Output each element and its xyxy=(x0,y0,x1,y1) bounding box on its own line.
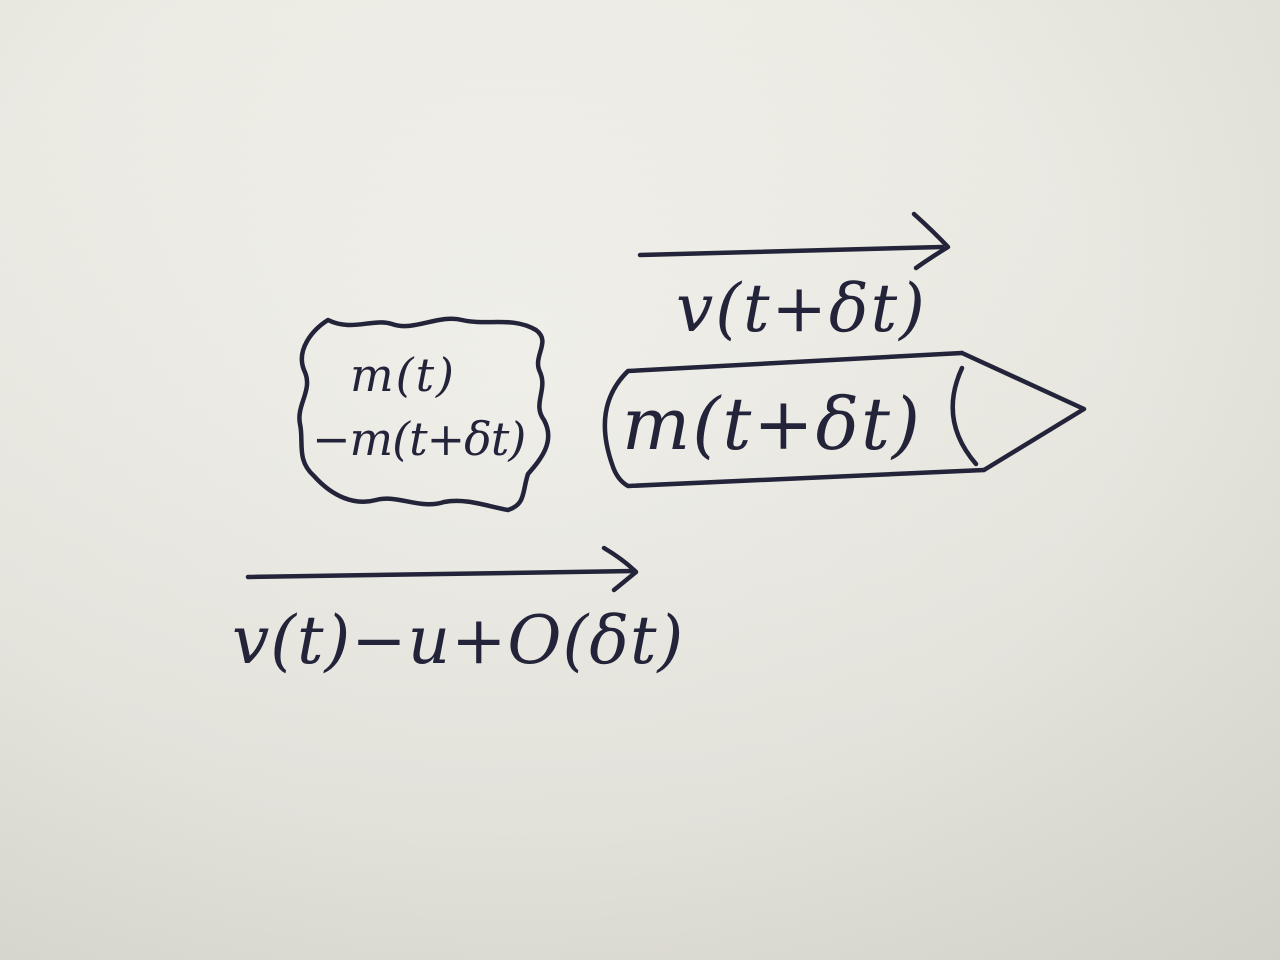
rocket-nose-seam xyxy=(950,365,979,467)
exhaust-velocity-arrow xyxy=(245,545,639,593)
exhaust-velocity-arrow-head xyxy=(601,545,639,593)
rocket-body-outline xyxy=(602,350,987,489)
rocket-velocity-label: v(t+δt) xyxy=(676,270,927,347)
exhaust-mass-label-line1: m(t) xyxy=(350,348,456,402)
exhaust-velocity-label: v(t)−u+O(δt) xyxy=(232,602,685,679)
rocket-velocity-arrow-shaft xyxy=(637,244,945,258)
rocket-nose-cone xyxy=(959,350,1087,473)
exhaust-mass-label-line2: −m(t+δt) xyxy=(312,412,526,466)
rocket-shape xyxy=(602,350,1087,489)
exhaust-velocity-arrow-shaft xyxy=(245,568,637,580)
exhaust-cloud-outline xyxy=(297,316,551,513)
rocket-velocity-arrow xyxy=(637,211,951,271)
rocket-mass-label: m(t+δt) xyxy=(622,382,922,466)
rocket-velocity-arrow-head xyxy=(911,211,951,271)
